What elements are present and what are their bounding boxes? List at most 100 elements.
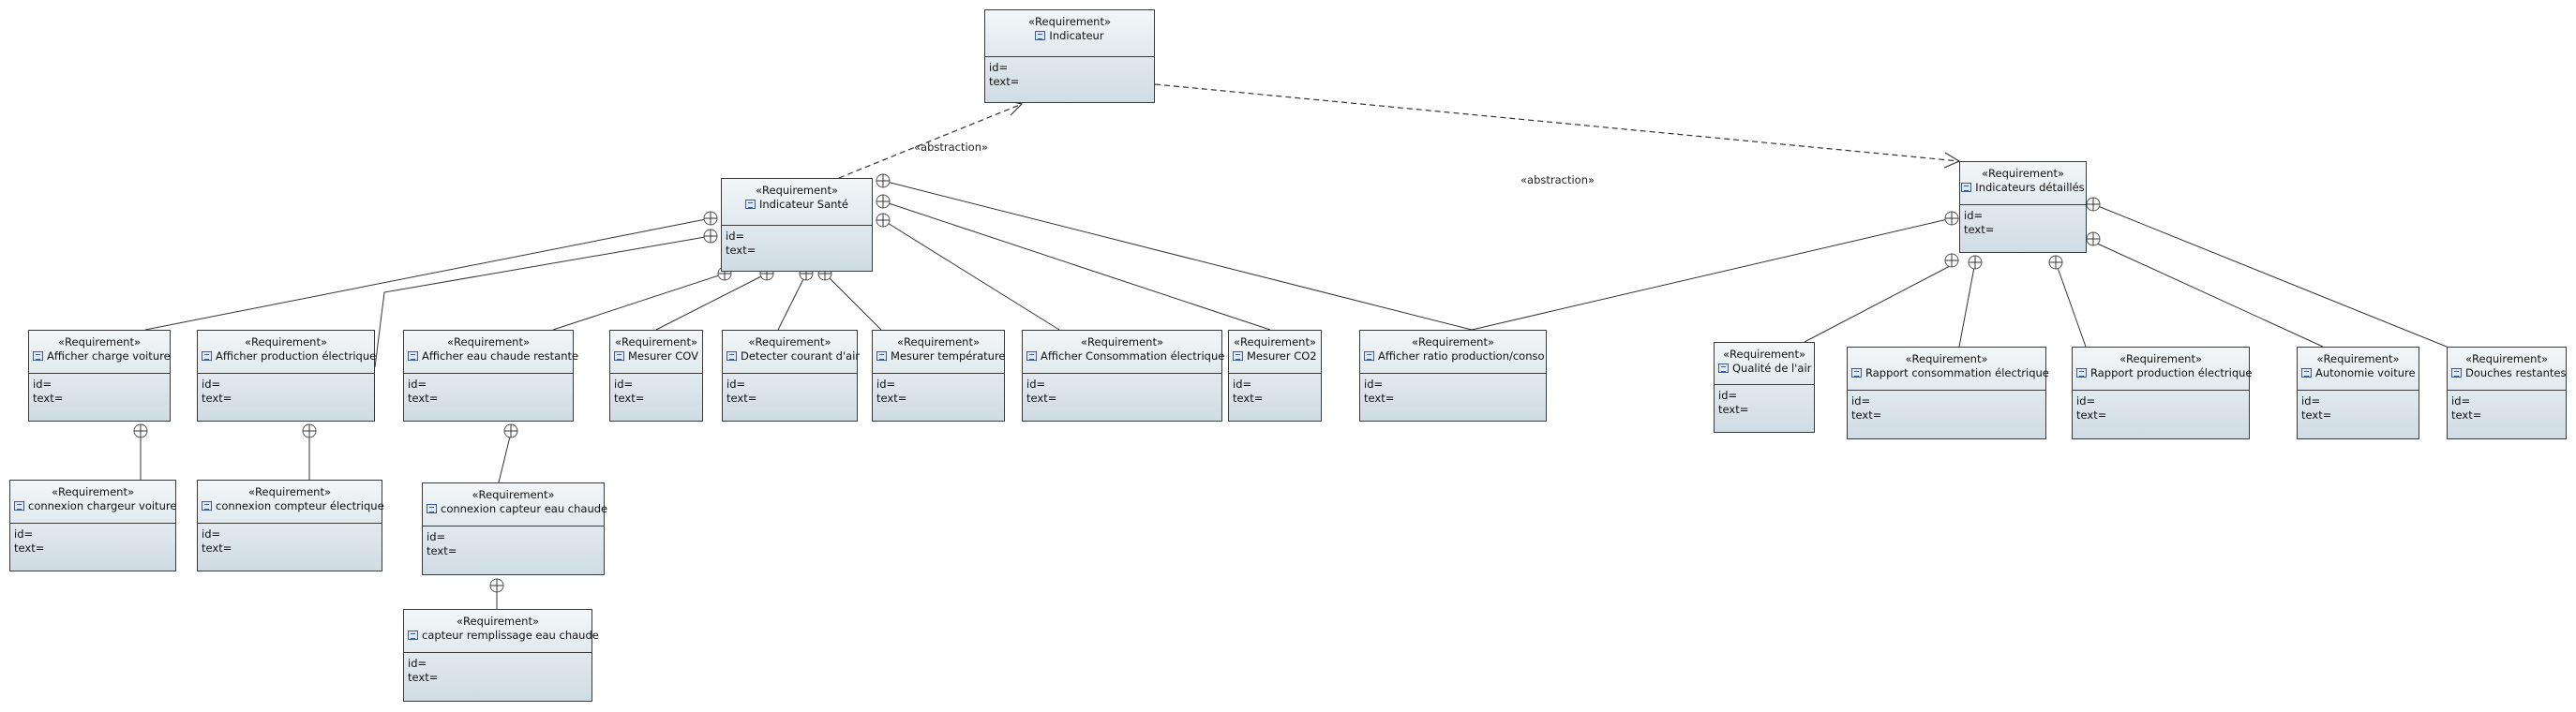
stereotype: «Requirement» — [1233, 335, 1317, 349]
requirement-icon — [876, 351, 887, 361]
requirement-indicateurs-detailles[interactable]: «Requirement»Indicateurs détaillés id=te… — [1959, 161, 2087, 253]
id-field: id= — [33, 378, 52, 391]
requirement-icon — [1718, 363, 1729, 373]
id-field: id= — [202, 378, 221, 391]
text-field: text= — [1718, 403, 1749, 416]
containment-lines-sante — [140, 180, 2448, 609]
requirement-name: Afficher production électrique — [216, 349, 377, 363]
requirement-name: Detecter courant d'air — [741, 349, 861, 363]
requirement-douches-restantes[interactable]: «Requirement»Douches restantes id=text= — [2447, 347, 2567, 439]
abstraction-dependency-sante[interactable] — [838, 99, 1024, 179]
requirement-name: Rapport consommation électrique — [1865, 366, 2049, 379]
requirement-afficher-production-electrique[interactable]: «Requirement»Afficher production électri… — [197, 330, 377, 422]
text-field: text= — [1364, 392, 1395, 405]
stereotype: «Requirement» — [456, 615, 540, 628]
requirement-capteur-remplissage-eau-chaude[interactable]: «Requirement»capteur remplissage eau cha… — [403, 609, 599, 702]
id-field: id= — [614, 378, 634, 391]
id-field: id= — [1233, 378, 1252, 391]
requirement-indicateur-sante[interactable]: «Requirement»Indicateur Santé id=text= — [721, 178, 873, 272]
text-field: text= — [614, 392, 645, 405]
requirement-name: Autonomie voiture — [2315, 366, 2416, 379]
text-field: text= — [408, 392, 439, 405]
requirement-name: Mesurer CO2 — [1247, 349, 1317, 363]
requirement-name: Afficher charge voiture — [47, 349, 171, 363]
id-field: id= — [1026, 378, 1046, 391]
id-field: id= — [427, 530, 446, 543]
id-field: id= — [408, 378, 427, 391]
text-field: text= — [408, 671, 439, 684]
requirement-detecter-courant-air[interactable]: «Requirement»Detecter courant d'air id=t… — [722, 330, 861, 422]
requirement-name: Douches restantes — [2465, 366, 2567, 379]
abstraction-label-sante: «abstraction» — [914, 141, 989, 154]
requirement-autonomie-voiture[interactable]: «Requirement»Autonomie voiture id=text= — [2297, 347, 2419, 439]
requirement-indicateur[interactable]: «Requirement»Indicateur id=text= — [984, 9, 1155, 103]
requirement-icon — [1233, 351, 1243, 361]
requirement-rapport-consommation[interactable]: «Requirement»Rapport consommation électr… — [1847, 347, 2049, 439]
id-field: id= — [2301, 394, 2321, 408]
text-field: text= — [726, 392, 757, 405]
stereotype: «Requirement» — [1905, 352, 1988, 365]
id-field: id= — [1718, 389, 1738, 402]
requirement-name: Afficher eau chaude restante — [422, 349, 579, 363]
stereotype: «Requirement» — [748, 335, 831, 349]
requirement-name: Qualité de l'air — [1732, 362, 1812, 375]
text-field: text= — [14, 541, 45, 555]
requirement-icon — [33, 351, 43, 361]
text-field: text= — [427, 544, 457, 557]
abstraction-label-detailles: «abstraction» — [1520, 173, 1595, 186]
text-field: text= — [989, 75, 1020, 88]
abstraction-dependency-detailles[interactable] — [1154, 83, 1961, 169]
stereotype: «Requirement» — [57, 335, 142, 349]
requirement-afficher-ratio[interactable]: «Requirement»Afficher ratio production/c… — [1359, 330, 1547, 422]
id-field: id= — [408, 657, 427, 670]
text-field: text= — [2076, 408, 2107, 422]
requirement-afficher-consommation-electrique[interactable]: «Requirement»Afficher Consommation élect… — [1022, 330, 1225, 422]
stereotype: «Requirement» — [1722, 348, 1806, 361]
requirement-name: Afficher Consommation électrique — [1041, 349, 1225, 363]
requirement-icon — [2451, 368, 2462, 378]
requirement-icon — [1026, 351, 1037, 361]
requirement-name: Mesurer température — [891, 349, 1006, 363]
requirement-icon — [408, 351, 418, 361]
id-field: id= — [1851, 394, 1871, 408]
requirement-icon — [1961, 183, 1972, 192]
text-field: text= — [33, 392, 64, 405]
stereotype: «Requirement» — [1411, 335, 1495, 349]
requirement-afficher-charge-voiture[interactable]: «Requirement»Afficher charge voiture id=… — [28, 330, 171, 422]
requirement-rapport-production[interactable]: «Requirement»Rapport production électriq… — [2072, 347, 2252, 439]
requirement-name: Afficher ratio production/conso — [1378, 349, 1545, 363]
text-field: text= — [2451, 408, 2482, 422]
text-field: text= — [202, 541, 232, 555]
stereotype: «Requirement» — [247, 485, 332, 498]
requirement-connexion-compteur-electrique[interactable]: «Requirement»connexion compteur électriq… — [197, 480, 384, 571]
requirement-name: Indicateur Santé — [758, 198, 849, 211]
text-field: text= — [1233, 392, 1264, 405]
stereotype: «Requirement» — [51, 485, 135, 498]
requirement-icon — [202, 501, 212, 511]
text-field: text= — [1026, 392, 1057, 405]
id-field: id= — [2451, 394, 2471, 408]
text-field: text= — [726, 244, 756, 257]
requirement-mesurer-temperature[interactable]: «Requirement»Mesurer température id=text… — [872, 330, 1006, 422]
requirement-connexion-chargeur-voiture[interactable]: «Requirement»connexion chargeur voiture … — [9, 480, 176, 571]
requirement-icon — [1851, 368, 1862, 378]
requirement-name: connexion capteur eau chaude — [441, 502, 608, 515]
stereotype: «Requirement» — [896, 335, 981, 349]
requirement-name: Indicateur — [1049, 29, 1104, 42]
stereotype: «Requirement» — [244, 335, 328, 349]
id-field: id= — [989, 61, 1009, 74]
requirement-name: connexion compteur électrique — [216, 499, 384, 512]
requirement-connexion-capteur-eau-chaude[interactable]: «Requirement»connexion capteur eau chaud… — [422, 482, 608, 575]
requirement-qualite-air[interactable]: «Requirement»Qualité de l'air id=text= — [1714, 342, 1815, 433]
id-field: id= — [14, 527, 34, 541]
requirement-mesurer-cov[interactable]: «Requirement»Mesurer COV id=text= — [609, 330, 703, 422]
requirement-mesurer-co2[interactable]: «Requirement»Mesurer CO2 id=text= — [1228, 330, 1322, 422]
text-field: text= — [2301, 408, 2332, 422]
id-field: id= — [726, 230, 745, 243]
id-field: id= — [202, 527, 221, 541]
requirement-icon — [1035, 31, 1046, 40]
requirement-icon — [427, 504, 437, 513]
requirement-afficher-eau-chaude-restante[interactable]: «Requirement»Afficher eau chaude restant… — [403, 330, 578, 422]
stereotype: «Requirement» — [1981, 167, 2065, 180]
